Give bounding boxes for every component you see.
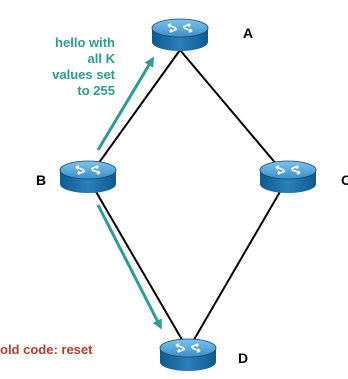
router-d[interactable] [159,338,217,371]
link-b-d [87,177,189,351]
hello-arrow-up [96,56,155,151]
router-icon [159,338,217,371]
router-label-b: B [36,172,46,188]
router-label-d: D [238,350,248,366]
hello-line-3: values set [52,67,116,82]
hello-annotation: hello with all K values set to 255 [52,35,116,98]
hello-arrows [96,56,162,330]
hello-line-2: all K [88,51,116,66]
link-a-c [179,49,289,179]
hold-code-annotation: old code: reset [0,342,93,357]
hello-line-1: hello with [55,35,115,50]
link-a-b [87,49,181,179]
hello-arrow-down [96,204,162,330]
router-icon [59,160,117,193]
router-label-c: C [341,172,348,188]
router-a[interactable] [151,18,209,51]
router-icon [151,18,209,51]
router-icon [259,160,317,193]
hello-line-4: to 255 [77,83,115,98]
router-c[interactable] [259,160,317,193]
router-b[interactable] [59,160,117,193]
links [87,49,289,351]
router-label-a: A [243,25,253,41]
link-c-d [187,177,289,351]
